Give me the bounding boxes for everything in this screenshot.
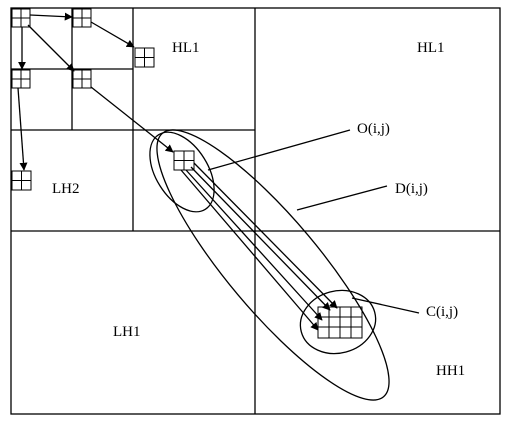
labels: HL1 HL1 LH2 LH1 HH1 O(i,j) D(i,j) C(i,j) [52,40,465,379]
subband-grid [10,7,501,415]
ellipse-o [149,131,215,213]
block-hh1-children [317,306,363,339]
label-c: C(i,j) [426,304,458,320]
block-hh2 [173,150,195,171]
block-lh2 [11,170,32,191]
block-root [11,8,31,28]
label-lh2: LH2 [52,181,80,197]
label-d: D(i,j) [395,181,428,197]
label-lh1: LH1 [113,324,141,340]
arrow-hh2-to-hh1-c [190,166,331,311]
arrow-root-to-hl3 [29,12,73,21]
label-hh1: HH1 [436,363,465,379]
block-hl3 [72,8,92,28]
label-hl1-small: HL1 [172,40,200,56]
label-o: O(i,j) [357,121,390,137]
arrow-hh2-to-hh1-a [180,169,319,331]
label-hl1-large: HL1 [417,40,445,56]
leader-o [207,129,351,171]
arrow-hl3-to-hl2 [90,21,135,48]
leader-lines [207,129,420,314]
block-lh3 [11,69,31,89]
coefficient-blocks [11,8,363,339]
ellipses [149,129,390,401]
leader-c [351,297,420,314]
arrow-hh2-to-hh1-b [185,169,323,321]
arrow-hh2-to-hh1-d [193,162,338,309]
arrows [17,12,338,331]
ellipse-c [299,289,377,355]
leader-d [296,185,388,211]
arrow-root-to-hh3 [27,24,75,72]
ellipse-d [156,129,390,401]
arrow-hh3-to-hh2 [90,86,174,153]
block-hh3 [72,69,92,89]
arrow-lh3-to-lh2 [17,87,28,171]
block-hl2 [134,47,155,68]
